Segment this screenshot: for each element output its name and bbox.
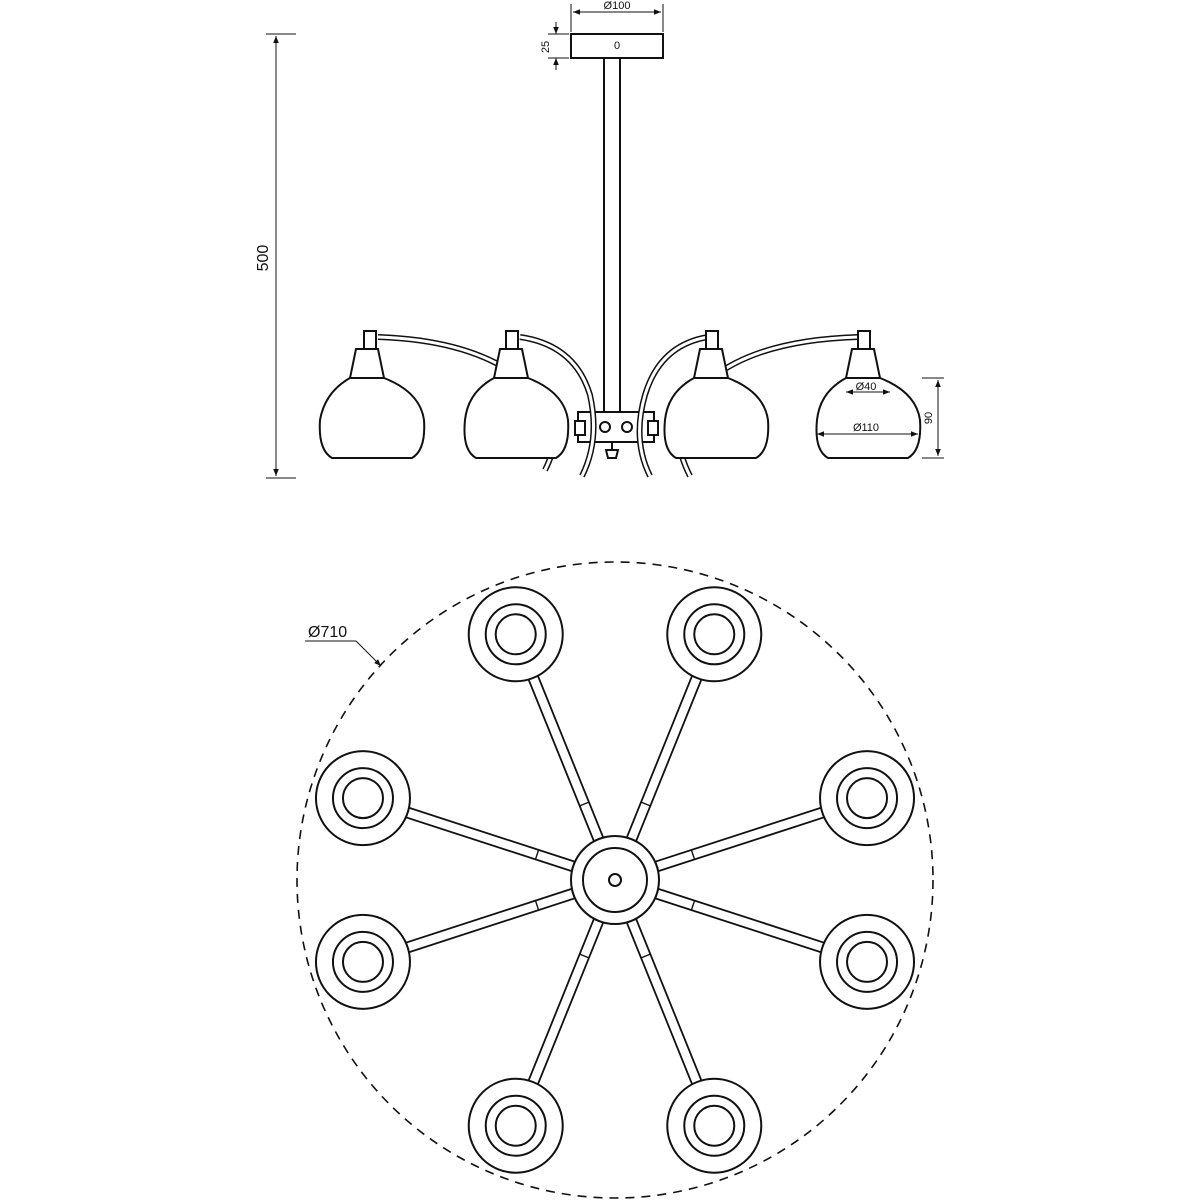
top-hub-center — [608, 873, 622, 887]
canopy-height-label: 25 — [540, 41, 552, 53]
shade-inner-diameter-label: Ø40 — [856, 381, 877, 393]
top-arm-joint-1 — [579, 801, 590, 807]
top-view — [296, 561, 934, 1199]
side-dimensions — [266, 4, 944, 479]
top-arm-joint-5 — [640, 953, 651, 959]
top-arm-joint-6 — [579, 953, 590, 959]
top-arm-3 — [654, 806, 826, 873]
canopy-diameter-label: Ø100 — [604, 0, 631, 12]
top-arm-1 — [527, 673, 605, 843]
side-shade-3 — [663, 330, 770, 459]
shade-height-label: 90 — [923, 412, 935, 424]
side-view — [318, 33, 922, 478]
top-shade-2 — [666, 586, 763, 683]
top-arm-8 — [404, 806, 576, 873]
top-shade-5 — [666, 1077, 763, 1174]
top-arm-joint-4 — [690, 900, 696, 911]
overall-diameter-label: Ø710 — [308, 624, 347, 641]
side-shade-1 — [318, 330, 426, 459]
top-shade-3 — [819, 750, 916, 847]
top-shade-8 — [314, 750, 411, 847]
side-shade-4 — [815, 330, 922, 459]
top-arm-joint-3 — [690, 849, 696, 860]
top-arm-6 — [527, 917, 605, 1087]
top-arm-4 — [654, 887, 826, 954]
canopy-label: 0 — [614, 40, 620, 52]
stem-rod — [603, 57, 621, 415]
top-arm-joint-7 — [534, 900, 540, 911]
top-arm-5 — [625, 917, 703, 1087]
top-arm-7 — [404, 887, 576, 954]
top-shade-6 — [467, 1077, 564, 1174]
side-shade-2 — [463, 330, 570, 459]
top-arm-2 — [625, 673, 703, 843]
top-shade-4 — [819, 913, 916, 1010]
overall-diameter-circle — [296, 561, 934, 1199]
top-arm-joint-2 — [640, 801, 651, 807]
overall-diameter-leader — [305, 640, 382, 667]
top-view-shades — [314, 586, 916, 1174]
top-arm-joint-8 — [534, 849, 540, 860]
shade-outer-diameter-label: Ø110 — [853, 422, 879, 434]
total-height-label: 500 — [255, 245, 272, 272]
top-shade-7 — [314, 913, 411, 1010]
top-shade-1 — [467, 586, 564, 683]
